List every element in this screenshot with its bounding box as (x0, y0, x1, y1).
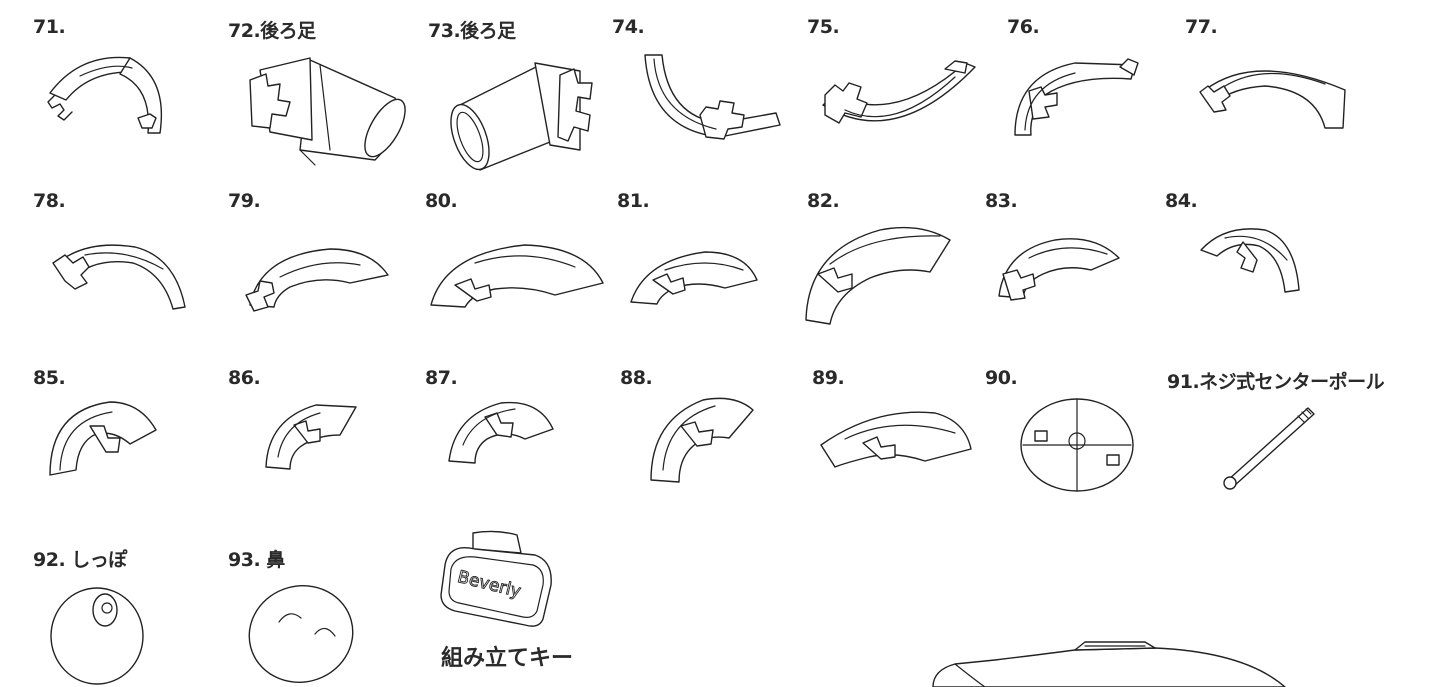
part-81-arc-piece (630, 251, 758, 305)
part-86-label: 86. (228, 367, 261, 389)
part-86-arc-piece (265, 404, 357, 470)
part-72-hind-leg (249, 57, 406, 166)
part-77-label: 77. (1185, 16, 1218, 38)
part-79-arc-piece (245, 248, 389, 312)
part-76-arc-piece (1014, 58, 1139, 136)
part-76-label: 76. (1007, 16, 1040, 38)
assembly-key-icon: Beverly (440, 530, 552, 627)
part-92-label: 92. しっぽ (33, 549, 127, 571)
part-85-arc-piece (49, 401, 157, 476)
part-72-label: 72.後ろ足 (228, 20, 316, 42)
part-78-arc-piece (52, 244, 186, 310)
part-83-arc-piece (998, 238, 1120, 301)
part-87-label: 87. (425, 367, 458, 389)
part-71-arc-piece (47, 56, 163, 134)
part-82-label: 82. (807, 190, 840, 212)
part-80-label: 80. (425, 190, 458, 212)
part-84-arc-piece (1200, 228, 1300, 293)
part-78-label: 78. (33, 190, 66, 212)
part-82-arc-piece (805, 226, 951, 325)
body-shell-partial (932, 641, 1286, 687)
part-85-label: 85. (33, 367, 66, 389)
part-92-tail (50, 587, 144, 685)
part-83-label: 83. (985, 190, 1018, 212)
part-88-arc-piece (650, 397, 754, 483)
part-74-arc-piece (644, 54, 781, 140)
part-91-screw-pole (1223, 407, 1315, 490)
part-88-label: 88. (620, 367, 653, 389)
part-71-label: 71. (33, 16, 66, 38)
part-79-label: 79. (228, 190, 261, 212)
part-89-arc-piece (820, 411, 972, 468)
part-81-label: 81. (617, 190, 650, 212)
part-75-label: 75. (807, 16, 840, 38)
part-75-arc-piece (822, 60, 976, 124)
part-73-hind-leg (450, 62, 593, 171)
part-77-arc-piece (1199, 70, 1346, 129)
part-80-arc-piece (430, 244, 604, 308)
part-74-label: 74. (612, 16, 645, 38)
part-90-label: 90. (985, 367, 1018, 389)
part-93-nose (248, 585, 354, 683)
part-84-label: 84. (1165, 190, 1198, 212)
part-87-arc-piece (448, 401, 554, 464)
part-91-label: 91.ネジ式センターポール (1167, 371, 1385, 393)
part-93-label: 93. 鼻 (228, 549, 285, 571)
part-89-label: 89. (812, 367, 845, 389)
assembly-key-caption: 組み立てキー (441, 646, 574, 671)
part-73-label: 73.後ろ足 (428, 20, 516, 42)
part-90-disc-piece (1020, 398, 1134, 492)
